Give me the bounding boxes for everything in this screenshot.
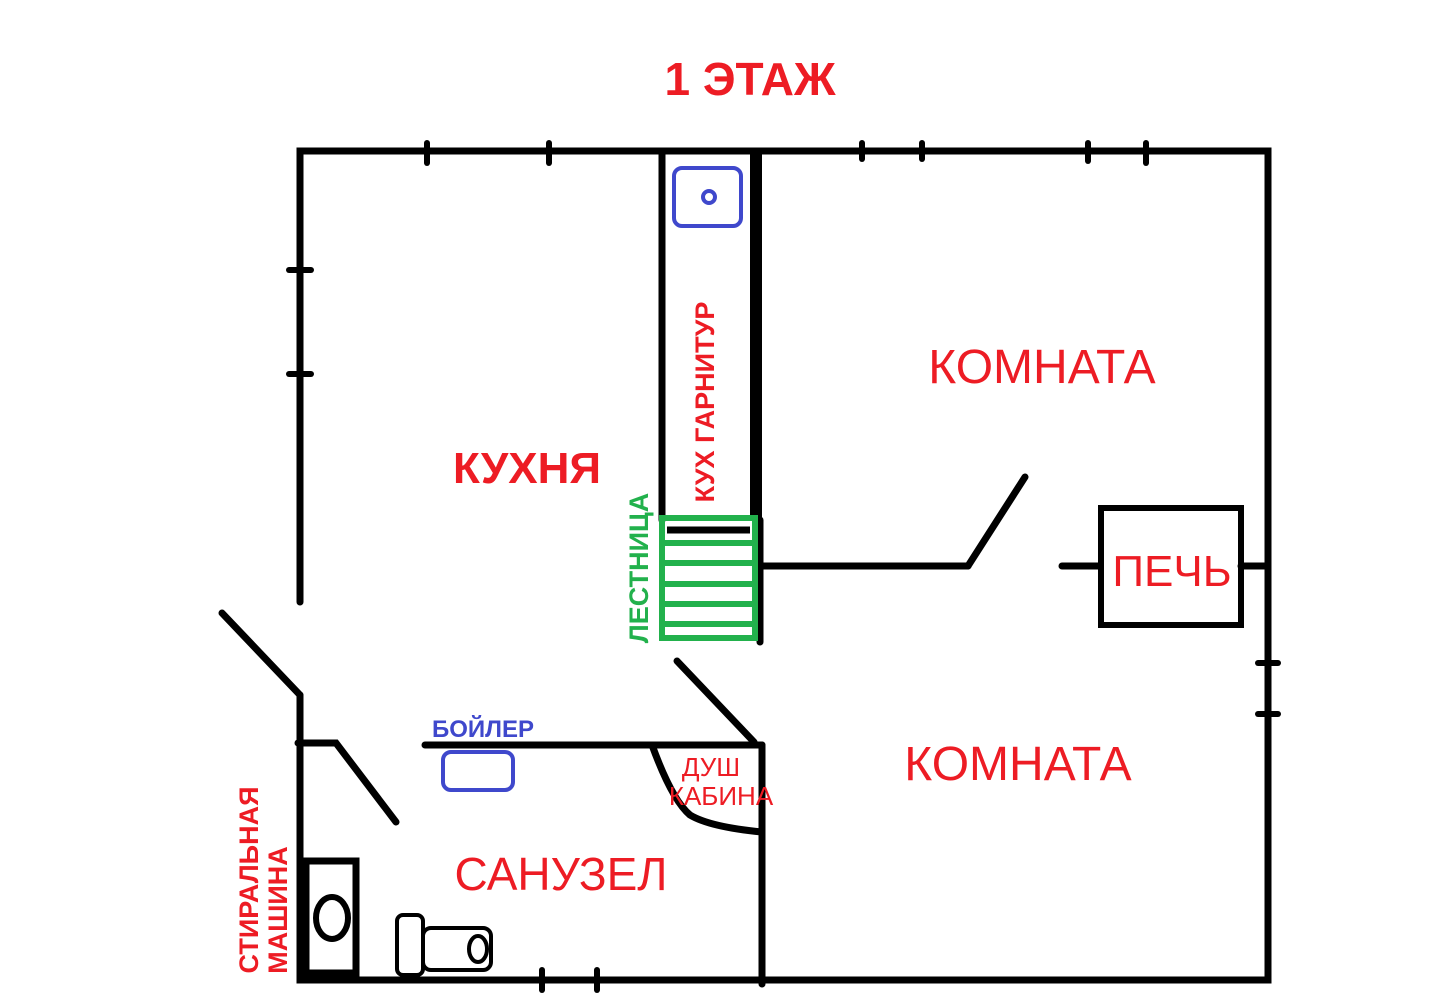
stove-label: ПЕЧЬ	[1112, 547, 1231, 596]
room-door	[964, 473, 1029, 570]
window-marks	[286, 140, 1281, 993]
washer-label-line1: СТИРАЛЬНАЯ	[234, 787, 264, 974]
shower-label-line1: ДУШ	[682, 752, 740, 782]
washing-machine-icon	[302, 857, 360, 977]
shower-label-line2: КАБИНА	[669, 781, 774, 811]
stove-box	[1098, 505, 1244, 628]
stairs-icon	[659, 515, 758, 641]
entrance-door	[218, 609, 304, 699]
room-label-kitchen: КУХНЯ	[453, 444, 601, 493]
room-door-lower	[673, 657, 758, 746]
stairs-label: ЛЕСТНИЦА	[624, 493, 654, 643]
bathroom-door	[294, 739, 400, 826]
room-label-room-top: КОМНАТА	[928, 341, 1155, 394]
walls	[218, 140, 1281, 993]
kitchen-unit-label: КУХ ГАРНИТУР	[690, 302, 720, 503]
washer-label-line2: МАШИНА	[263, 846, 293, 974]
room-label-room-bottom: КОМНАТА	[904, 738, 1131, 791]
boiler-label: БОЙЛЕР	[432, 715, 534, 743]
toilet-icon	[395, 913, 493, 977]
room-label-bathroom: САНУЗЕЛ	[455, 848, 668, 900]
page-title: 1 ЭТАЖ	[664, 53, 836, 105]
boiler-icon	[441, 750, 515, 792]
shower-cabin-curve	[648, 741, 766, 836]
sink-icon	[672, 166, 743, 228]
